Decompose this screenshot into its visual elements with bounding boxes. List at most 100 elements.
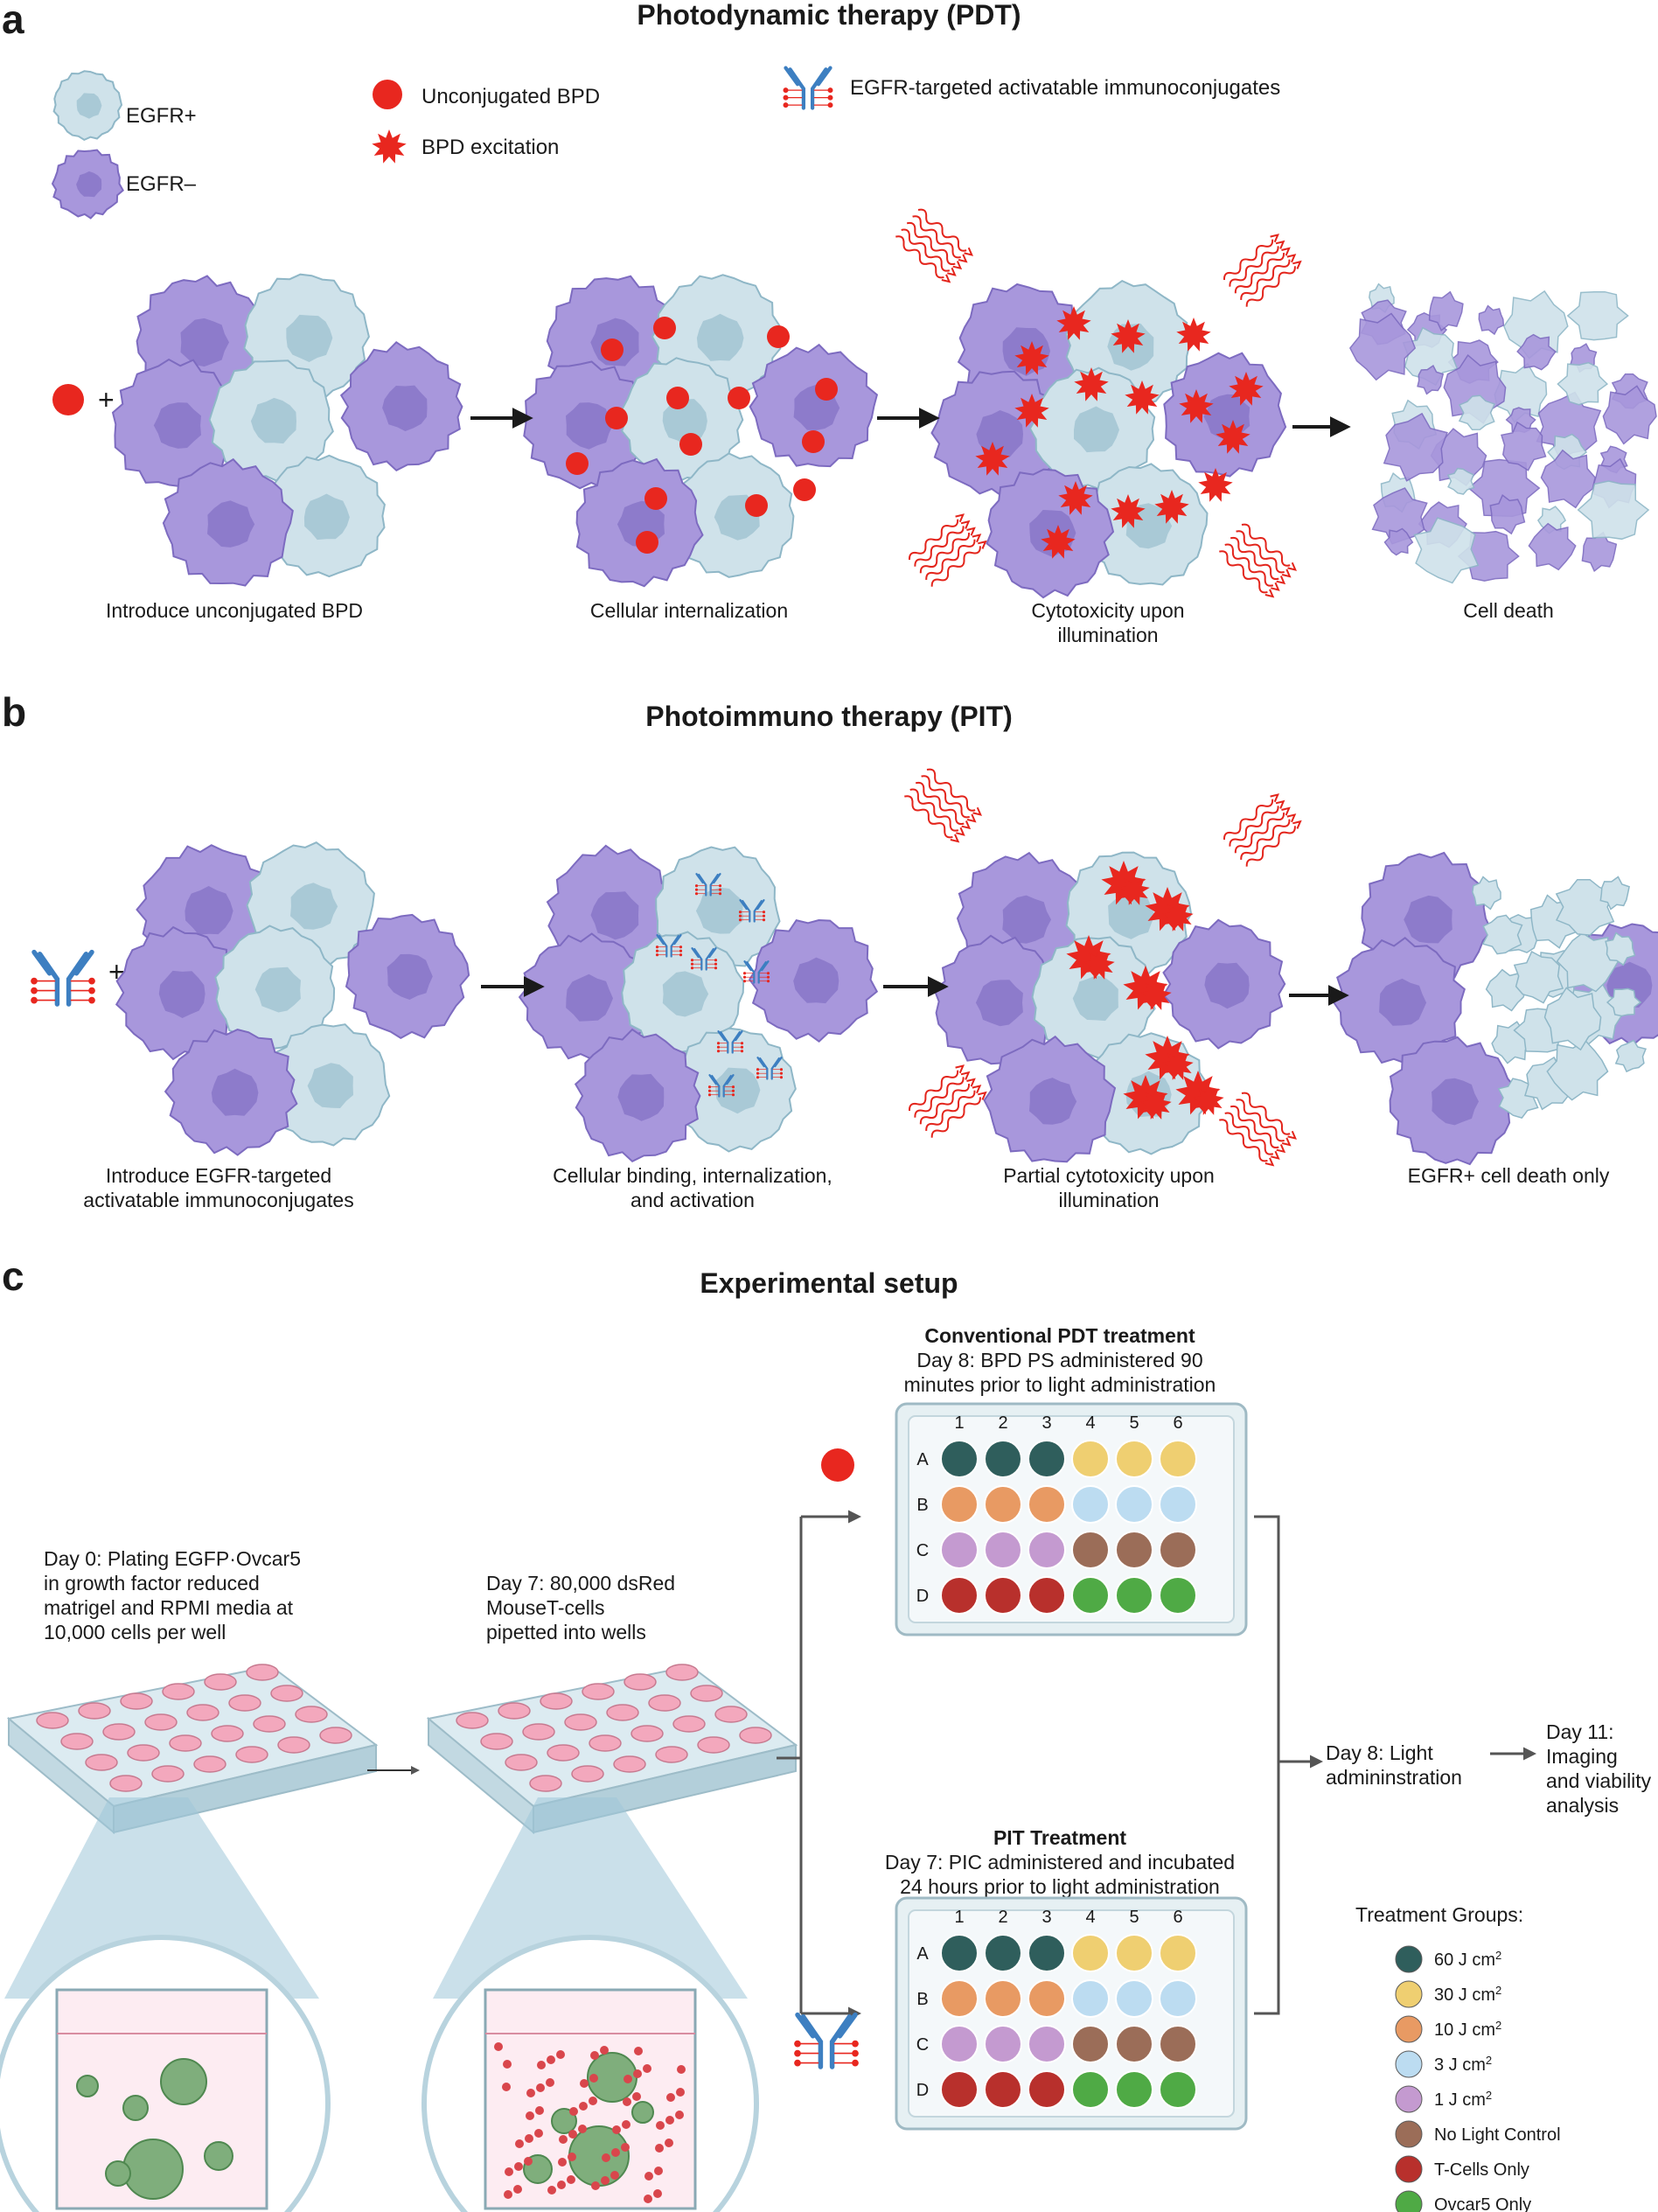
treatment-label: 10 J cm2 [1434,2019,1501,2041]
bpd-dot-icon [653,317,676,339]
plate-col-label: 3 [1041,1908,1051,1927]
plate-well [162,1683,195,1700]
spheroid [122,2139,184,2200]
egfr-pos-fragment [1614,1039,1648,1073]
legend-antibody-shape [783,66,833,110]
bpd-dot-icon [601,338,623,361]
bound-antibody-icon [756,1057,784,1080]
t-cell [537,2061,546,2069]
plate-well [498,1702,531,1720]
plate-well [690,1685,723,1702]
plate-well [505,1754,538,1771]
t-cell [515,2139,524,2148]
treatment-well [984,1576,1022,1615]
plate-well [480,1733,513,1750]
step-b3-caption-2: illumination [1058,1189,1159,1211]
pit-line-1: Day 7: PIC administered and incubated [885,1851,1235,1874]
plate-well [109,1775,143,1792]
plate-well [193,1755,226,1773]
step-a3-caption-1: Cytotoxicity upon [1031,599,1184,622]
cell-nucleus [254,966,301,1013]
treatment-well [1028,1440,1066,1478]
cell-nucleus [158,970,206,1018]
plate-col-label: 4 [1085,1908,1095,1927]
cell-fragment [1602,385,1657,445]
cell-fragment [1413,517,1480,584]
bpd-dot-icon [767,325,790,348]
plate-well [295,1706,328,1723]
cell-nucleus [1204,962,1250,1009]
egfr-pos-fragment [1472,876,1501,911]
plate-col-label: 5 [1129,1413,1139,1433]
cell-cluster-b3 [904,768,1302,1167]
plate-well [456,1712,489,1729]
treatment-swatch [1395,1980,1423,2008]
bound-antibody-icon [694,873,722,897]
treatment-well [1159,2025,1197,2063]
plate-well [319,1727,352,1744]
branch-connector-left [777,1510,861,2020]
plate-row-label: B [916,1496,928,1515]
t-cell [494,2042,503,2051]
bpd-star-icon [1179,389,1214,423]
bpd-star-icon [1229,372,1264,406]
cell-nucleus [1072,975,1118,1022]
day7-line-3: pipetted into wells [486,1621,646,1643]
bound-antibody-icon [716,1030,744,1054]
bpd-dot-icon [745,494,768,517]
t-cell [655,2144,664,2153]
bpd-star-icon [1198,468,1233,502]
t-cell [568,2153,576,2161]
bpd-star-icon [975,442,1010,476]
plate-col-label: 1 [954,1908,964,1927]
bpd-star-icon [1176,317,1211,352]
cell-nucleus [207,500,255,548]
cell-cluster-a2 [523,274,879,588]
t-cell [526,2111,534,2120]
plate-col-label: 6 [1173,1908,1182,1927]
plate-well [648,1694,681,1712]
plate-col-label: 4 [1085,1413,1095,1433]
treatment-label: T-Cells Only [1434,2160,1529,2180]
spheroid [160,2058,207,2105]
treatment-well [940,1934,979,1972]
treatment-well [1115,1485,1153,1524]
treatment-well [1159,2070,1197,2109]
legend-unconjugated-label: Unconjugated BPD [421,85,600,108]
cell-fragment [1446,467,1475,495]
cell-fragment [1566,290,1629,341]
treatment-well [1028,2070,1066,2109]
cell-fragment [1581,531,1618,572]
t-cell [525,2134,533,2143]
panel-c-title: Experimental setup [700,1267,958,1299]
plus-sign-a: + [98,384,115,415]
cell-nucleus [975,980,1023,1027]
spheroid [568,2125,630,2187]
light-wave-top-right [1223,793,1302,867]
cell-nucleus [185,886,233,935]
t-cell [514,2162,523,2171]
day7-line-2: MouseT-cells [486,1596,604,1619]
treatment-well [1115,1576,1153,1615]
plate-well [211,1725,244,1742]
imaging-line-1: Day 11: [1546,1720,1614,1743]
t-cell [503,2060,512,2069]
plate-well [169,1734,202,1752]
t-cell [568,2130,577,2139]
treatment-well [1115,1979,1153,2018]
bound-antibody-icon [738,899,766,923]
egfr-pos-fragment [1513,950,1564,1004]
plate-well [144,1713,178,1731]
light-wave-bottom-left [908,1064,987,1138]
cell-debris-a4 [1349,283,1657,584]
cell-nucleus [590,891,639,940]
t-cell [504,2190,512,2199]
plate-well [547,1744,580,1762]
bpd-dot-icon [815,378,838,401]
light-line-2: admininstration [1326,1766,1462,1789]
cell-fragment [1501,421,1547,471]
plate-col-label: 1 [954,1413,964,1433]
spheroid [122,2095,149,2121]
treatment-well [1159,1485,1197,1524]
